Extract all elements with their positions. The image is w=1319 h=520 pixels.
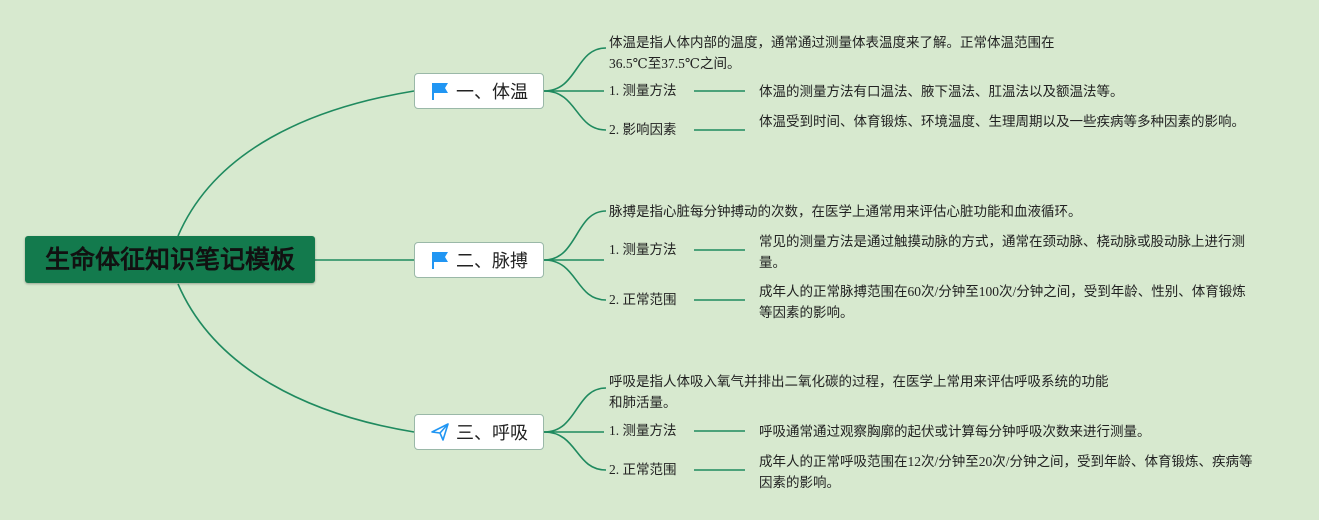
branch-label: 二、脉搏 (456, 251, 528, 272)
sub-topic-detail: 呼吸通常通过观察胸廓的起伏或计算每分钟呼吸次数来进行测量。 (759, 424, 1151, 439)
branch-summary: 脉搏是指心脏每分钟搏动的次数，在医学上通常用来评估心脏功能和血液循环。 (609, 204, 1082, 219)
branch-respiration[interactable]: 三、呼吸 (414, 414, 544, 450)
flag-icon (430, 81, 450, 101)
sub-topic-label[interactable]: 2. 影响因素 (609, 122, 677, 137)
branch-pulse[interactable]: 二、脉搏 (414, 242, 544, 278)
central-topic[interactable]: 生命体征知识笔记模板 (25, 236, 315, 283)
branch-summary: 呼吸是指人体吸入氧气并排出二氧化碳的过程，在医学上常用来评估呼吸系统的功能和肺活… (609, 374, 1109, 410)
sub-topic-detail: 常见的测量方法是通过触摸动脉的方式，通常在颈动脉、桡动脉或股动脉上进行测量。 (759, 234, 1245, 270)
sub-topic-detail: 成年人的正常脉搏范围在60次/分钟至100次/分钟之间，受到年龄、性别、体育锻炼… (759, 284, 1246, 320)
sub-topic-label[interactable]: 1. 测量方法 (609, 83, 677, 98)
sub-topic-detail: 体温受到时间、体育锻炼、环境温度、生理周期以及一些疾病等多种因素的影响。 (759, 114, 1245, 129)
paper-plane-icon (430, 422, 450, 442)
branch-label: 三、呼吸 (456, 423, 528, 444)
branch-body-temperature[interactable]: 一、体温 (414, 73, 544, 109)
sub-topic-detail: 体温的测量方法有口温法、腋下温法、肛温法以及额温法等。 (759, 84, 1124, 99)
sub-topic-detail: 成年人的正常呼吸范围在12次/分钟至20次/分钟之间，受到年龄、体育锻炼、疾病等… (759, 454, 1253, 490)
sub-topic-label[interactable]: 2. 正常范围 (609, 462, 677, 477)
branch-label: 一、体温 (456, 82, 528, 103)
sub-topic-label[interactable]: 1. 测量方法 (609, 242, 677, 257)
sub-topic-label[interactable]: 1. 测量方法 (609, 423, 677, 438)
sub-topic-label[interactable]: 2. 正常范围 (609, 292, 677, 307)
branch-summary: 体温是指人体内部的温度，通常通过测量体表温度来了解。正常体温范围在36.5℃至3… (609, 35, 1055, 71)
flag-icon (430, 250, 450, 270)
